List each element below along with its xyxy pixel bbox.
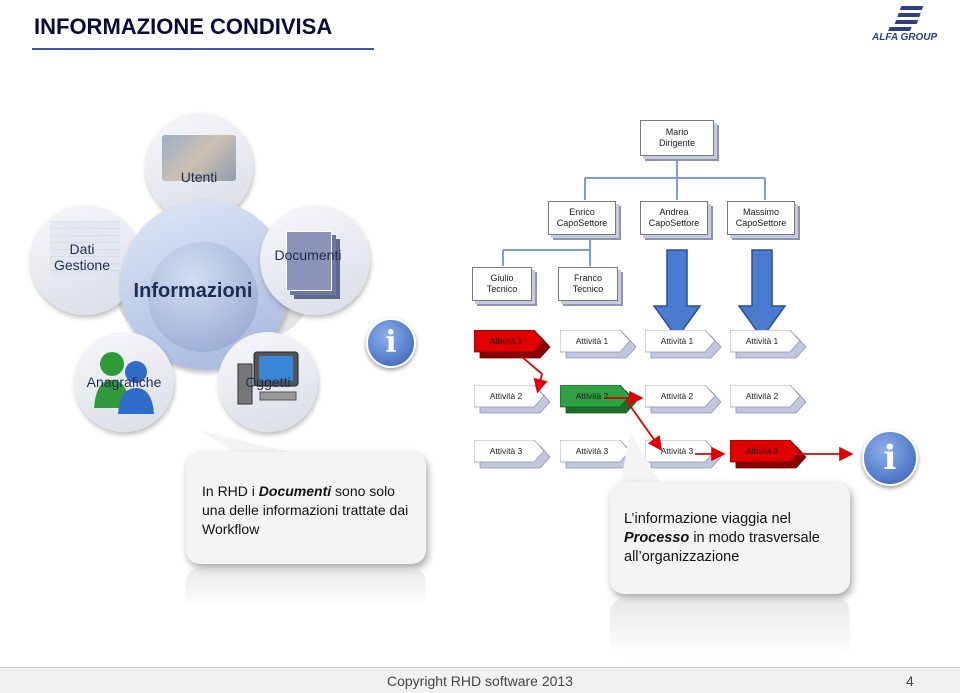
activity-label: Attività 3: [745, 446, 779, 456]
anagrafiche-bubble: Anagrafiche: [74, 332, 174, 432]
callout-processo-text: L’informazione viaggia nel Processo in m…: [624, 511, 820, 565]
activity-block: Attività 1: [560, 330, 638, 359]
person-name: Mario: [665, 127, 689, 137]
activity-block: Attività 1: [474, 330, 552, 359]
users-icon: [94, 352, 154, 414]
person-name: Andrea: [659, 207, 689, 217]
activity-block: Attività 3: [560, 440, 638, 469]
info-icon: i: [366, 318, 416, 368]
activity-label: Attività 3: [660, 446, 694, 456]
person-name: Massimo: [742, 207, 779, 217]
activity-label: Attività 1: [575, 336, 609, 346]
callout-processo: L’informazione viaggia nel Processo in m…: [610, 482, 850, 594]
person-name: Franco: [573, 273, 602, 283]
utenti-photo: [162, 135, 236, 181]
footer-bar: [0, 667, 960, 693]
activity-block: Attività 2: [730, 385, 808, 414]
activity-label: Attività 2: [489, 391, 523, 401]
footer-copyright: Copyright RHD software 2013: [387, 673, 573, 689]
title-underline: [32, 48, 374, 50]
callout-reflection: [186, 568, 426, 608]
person-name: Giulio: [490, 273, 514, 283]
down-arrow: [652, 249, 702, 340]
activity-label: Attività 1: [489, 336, 523, 346]
activity-block: Attività 1: [645, 330, 723, 359]
documenti-bubble: Documenti: [260, 205, 370, 315]
person-role: CapoSettore: [735, 218, 787, 228]
activity-block: Attività 3: [645, 440, 723, 469]
activity-label: Attività 3: [489, 446, 523, 456]
page-title: INFORMAZIONE CONDIVISA: [34, 14, 333, 39]
oggetti-bubble: Oggetti: [218, 332, 318, 432]
person-role: Dirigente: [658, 138, 696, 148]
activity-block: Attività 2: [560, 385, 638, 414]
activity-block: Attività 3: [474, 440, 552, 469]
info-icon: i: [862, 430, 918, 486]
svg-text:ALFA GROUP: ALFA GROUP: [871, 32, 938, 42]
info-icon-watermark: [148, 242, 258, 352]
activity-block: Attività 3: [730, 440, 808, 469]
activity-label: Attività 2: [660, 391, 694, 401]
activity-label: Attività 2: [575, 391, 609, 401]
oggetti-label: Oggetti: [245, 374, 291, 390]
person-role: CapoSettore: [556, 218, 608, 228]
utenti-bubble: Utenti: [145, 113, 253, 221]
documents-icon: [286, 231, 332, 291]
activity-block: Attività 1: [730, 330, 808, 359]
computer-icon: [237, 351, 299, 405]
page-number: 4: [906, 673, 914, 689]
activity-label: Attività 2: [745, 391, 779, 401]
callout-reflection: [610, 598, 850, 658]
callout-pointer: [620, 432, 662, 486]
spreadsheet-thumbnail: [50, 221, 120, 277]
person-role: CapoSettore: [648, 218, 700, 228]
activity-label: Attività 3: [575, 446, 609, 456]
activity-label: Attività 1: [660, 336, 694, 346]
callout-documenti-text: In RHD i Documenti sono solo una delle i…: [202, 483, 409, 537]
person-role: Tecnico: [486, 284, 518, 294]
down-arrow: [737, 249, 787, 340]
activity-label: Attività 1: [745, 336, 779, 346]
documenti-label: Documenti: [274, 247, 342, 263]
person-name: Enrico: [569, 207, 595, 217]
informazioni-label: Informazioni: [133, 280, 253, 302]
activity-block: Attività 2: [474, 385, 552, 414]
activity-block: Attività 2: [645, 385, 723, 414]
person-role: Tecnico: [572, 284, 604, 294]
callout-documenti: In RHD i Documenti sono solo una delle i…: [186, 452, 426, 564]
utenti-label: Utenti: [180, 169, 218, 185]
dati-gestione-bubble: Dati Gestione: [30, 205, 140, 315]
dati-gestione-label: Dati Gestione: [53, 241, 111, 273]
anagrafiche-label: Anagrafiche: [86, 374, 162, 390]
company-logo: ALFA GROUP: [868, 4, 960, 43]
